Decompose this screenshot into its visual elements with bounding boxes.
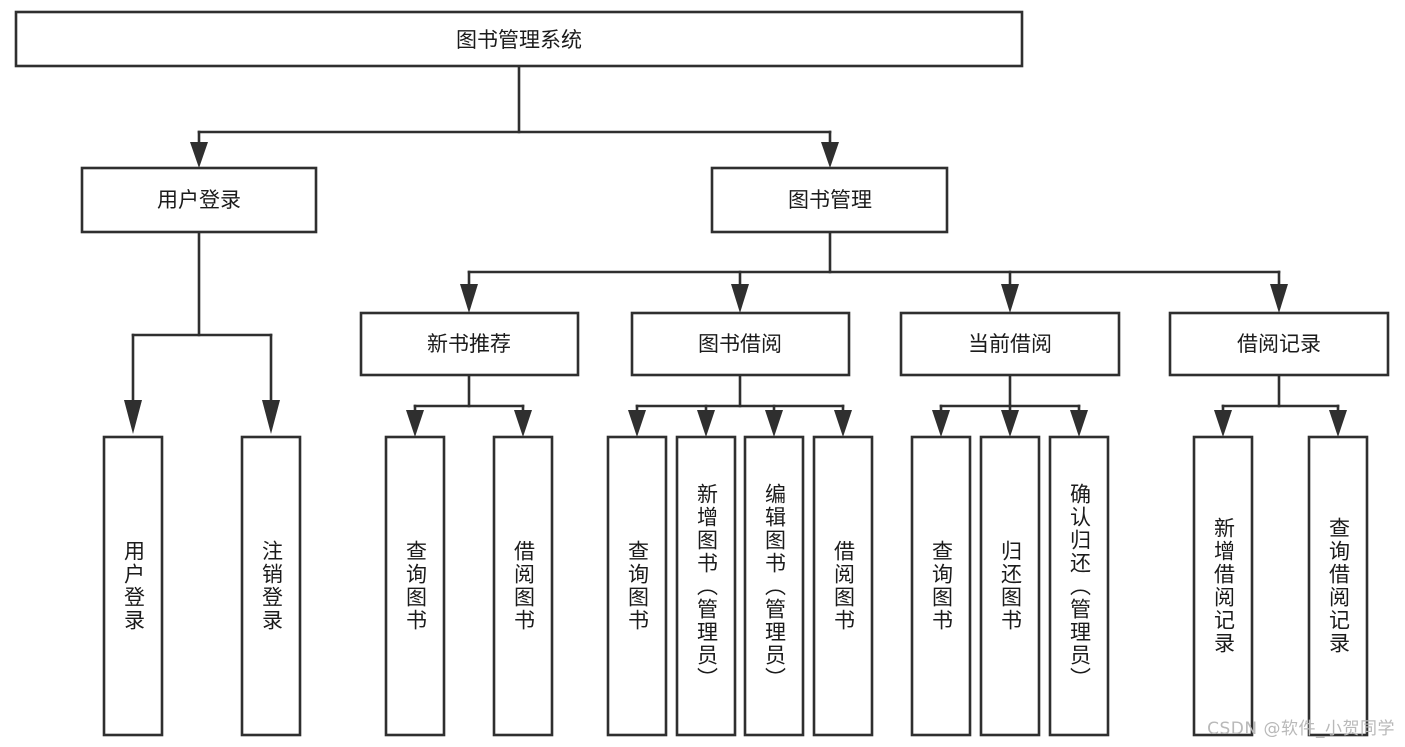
connector-borrowrecord-to-leaves	[1214, 373, 1347, 437]
node-current-borrow-label: 当前借阅	[968, 332, 1052, 356]
node-leaf-confirm-return[interactable]	[1048, 435, 1110, 737]
node-leaf-return-book[interactable]	[979, 435, 1041, 737]
node-borrow-record-label: 借阅记录	[1237, 332, 1321, 356]
connector-currentborrow-to-leaves	[932, 373, 1088, 437]
node-leaf-query-book-3[interactable]	[910, 435, 972, 737]
connector-root-to-level2	[190, 64, 839, 168]
node-leaf-add-record[interactable]	[1192, 435, 1254, 737]
node-book-borrow-label: 图书借阅	[698, 332, 782, 356]
node-root[interactable]: 图书管理系统	[14, 10, 1024, 68]
node-book-manage[interactable]: 图书管理	[710, 166, 949, 234]
node-leaf-user-logout[interactable]	[240, 435, 302, 737]
node-root-label: 图书管理系统	[456, 28, 582, 52]
node-current-borrow[interactable]: 当前借阅	[899, 311, 1121, 377]
connector-bookmanage-to-level3	[460, 230, 1288, 313]
node-leaf-borrow-book-2[interactable]	[812, 435, 874, 737]
node-leaf-borrow-book-1[interactable]	[492, 435, 554, 737]
node-leaf-edit-book[interactable]	[743, 435, 805, 737]
connector-newbook-to-leaves	[406, 373, 532, 437]
node-book-manage-label: 图书管理	[788, 188, 872, 212]
node-book-borrow[interactable]: 图书借阅	[630, 311, 851, 377]
csdn-watermark: CSDN @软件_小贺同学	[1207, 719, 1395, 739]
node-leaf-add-book[interactable]	[675, 435, 737, 737]
node-leaf-query-book-2[interactable]	[606, 435, 668, 737]
node-leaf-query-book-1[interactable]	[384, 435, 446, 737]
connector-userlogin-to-leaves	[124, 230, 280, 434]
node-user-login-label: 用户登录	[157, 188, 241, 212]
node-leaf-query-record[interactable]	[1307, 435, 1369, 737]
node-new-book-rec-label: 新书推荐	[427, 332, 511, 356]
node-leaf-user-login[interactable]	[102, 435, 164, 737]
node-borrow-record[interactable]: 借阅记录	[1168, 311, 1390, 377]
node-user-login[interactable]: 用户登录	[80, 166, 318, 234]
node-new-book-rec[interactable]: 新书推荐	[359, 311, 580, 377]
connector-bookborrow-to-leaves	[628, 373, 852, 437]
